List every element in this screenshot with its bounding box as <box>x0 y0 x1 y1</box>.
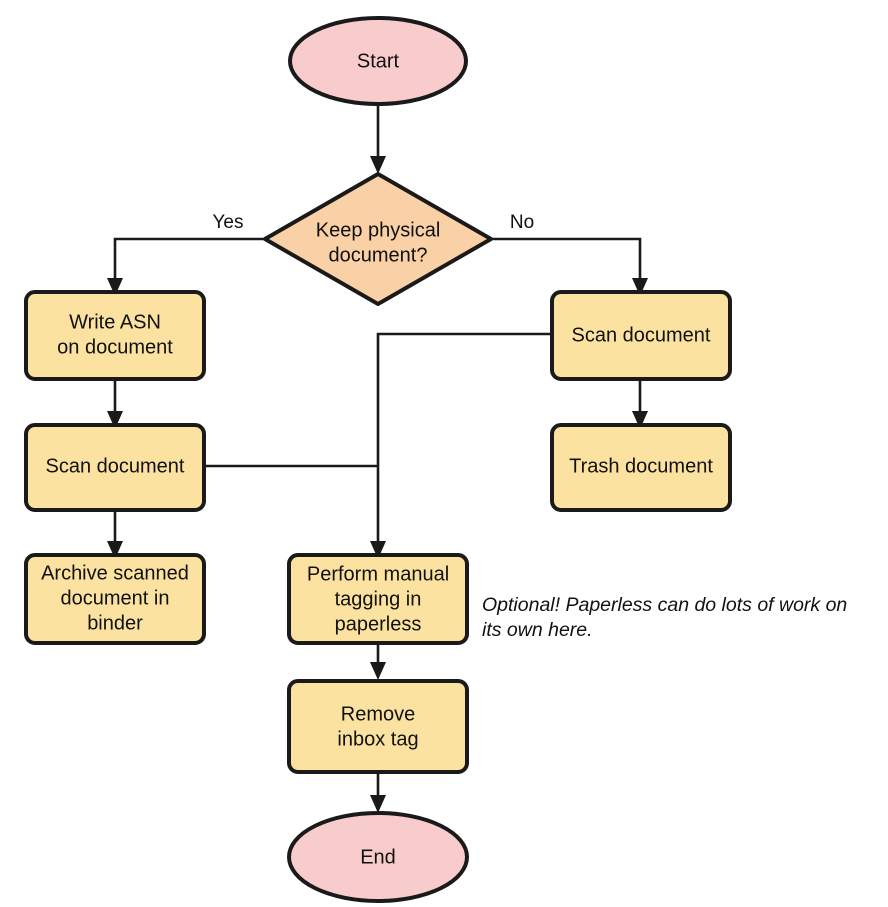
archive-box[interactable] <box>24 553 206 645</box>
arrow-head-remove-inbox <box>370 662 386 680</box>
edge-start-to-decision <box>370 103 386 174</box>
node-archive-scanned-document[interactable]: Archive scanned document in binder <box>24 553 206 645</box>
scan-document-right-label: Scan document <box>572 324 711 346</box>
arrow-head-archive <box>107 541 123 559</box>
edge-line-yes <box>113 237 265 285</box>
edge-writeasn-to-scanleft <box>107 379 123 429</box>
archive-label-line1: Archive scanned <box>41 562 189 584</box>
edge-line-scanright-tagging <box>376 332 552 548</box>
tagging-label-line3: paperless <box>335 613 422 635</box>
annotation-optional-note: Optional! Paperless can do lots of work … <box>482 594 847 641</box>
decision-diamond[interactable] <box>263 172 493 306</box>
archive-label-line3: binder <box>87 612 143 634</box>
node-decision-keep-physical-document[interactable]: Keep physical document? <box>263 172 493 306</box>
node-start[interactable]: Start <box>288 16 468 106</box>
remove-inbox-label-line1: Remove <box>341 703 415 725</box>
arrow-head-decision <box>370 156 386 174</box>
write-asn-box[interactable] <box>24 290 206 381</box>
node-scan-document-left[interactable]: Scan document <box>24 423 206 512</box>
trash-document-label: Trash document <box>569 455 713 477</box>
node-perform-manual-tagging[interactable]: Perform manual tagging in paperless <box>287 553 469 645</box>
scan-document-right-box[interactable] <box>550 290 732 381</box>
edge-label-no: No <box>510 212 534 233</box>
remove-inbox-box[interactable] <box>287 679 469 774</box>
edge-removeinbox-to-end <box>370 772 386 813</box>
annotation-line1: Optional! Paperless can do lots of work … <box>482 594 847 616</box>
arrow-head-trash <box>632 411 648 429</box>
node-remove-inbox-tag[interactable]: Remove inbox tag <box>287 679 469 774</box>
arrow-head-tagging <box>370 541 386 559</box>
tagging-label-line1: Perform manual <box>307 563 449 585</box>
end-label: End <box>360 846 396 868</box>
edge-scanleft-to-archive <box>107 510 123 559</box>
scan-document-left-label: Scan document <box>46 455 185 477</box>
annotation-line2: its own here. <box>482 619 593 641</box>
write-asn-label-line2: on document <box>57 336 173 358</box>
edge-decision-no: No <box>491 212 648 296</box>
edge-tagging-to-removeinbox <box>370 641 386 680</box>
tagging-box[interactable] <box>287 553 469 645</box>
end-ellipse[interactable] <box>287 811 469 903</box>
decision-label-line1: Keep physical <box>316 219 441 241</box>
node-write-asn[interactable]: Write ASN on document <box>24 290 206 381</box>
remove-inbox-label-line2: inbox tag <box>337 728 418 750</box>
node-end[interactable]: End <box>287 811 469 903</box>
start-ellipse[interactable] <box>288 16 468 106</box>
trash-document-box[interactable] <box>550 423 732 512</box>
node-scan-document-right[interactable]: Scan document <box>550 290 732 381</box>
edge-scanright-to-tagging <box>370 332 552 559</box>
arrow-head-end <box>370 795 386 813</box>
arrow-head-scan-left <box>107 411 123 429</box>
node-trash-document[interactable]: Trash document <box>550 423 732 512</box>
edge-label-yes: Yes <box>213 212 244 233</box>
scan-document-left-box[interactable] <box>24 423 206 512</box>
edge-decision-yes: Yes <box>107 212 265 296</box>
edge-line-no <box>491 237 642 285</box>
arrow-head-write-asn <box>107 278 123 296</box>
write-asn-label-line1: Write ASN <box>69 311 161 333</box>
decision-label-line2: document? <box>329 244 428 266</box>
arrow-head-scan-right <box>632 278 648 296</box>
edge-scanright-to-trash <box>632 379 648 429</box>
start-label: Start <box>357 50 400 72</box>
tagging-label-line2: tagging in <box>335 588 422 610</box>
archive-label-line2: document in <box>61 587 170 609</box>
